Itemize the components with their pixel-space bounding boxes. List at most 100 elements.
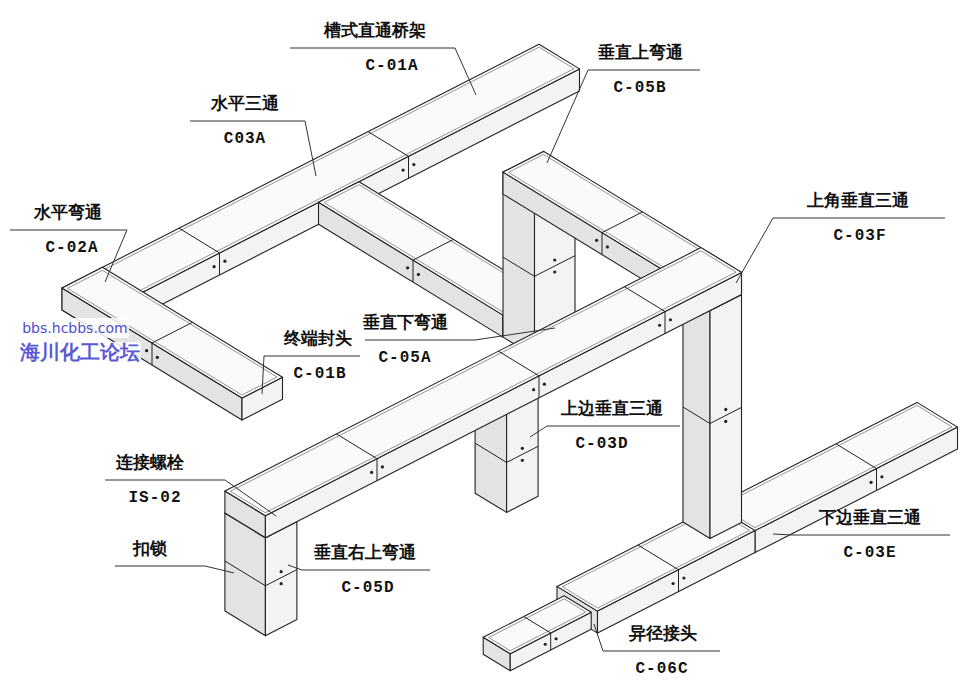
bolt-dot	[672, 582, 675, 585]
joint-line	[524, 617, 551, 634]
bolt-dot	[406, 266, 409, 269]
bolt-dot	[280, 582, 283, 585]
tray-segment	[483, 596, 591, 671]
tray-side	[265, 272, 741, 537]
part-code: C-01A	[364, 56, 419, 76]
leader-line	[10, 230, 127, 282]
leader-line	[290, 48, 476, 95]
joint-line	[337, 434, 378, 459]
bolt-dot	[682, 576, 685, 579]
joint-line	[625, 287, 666, 312]
joint-line	[876, 469, 877, 491]
part-code: C-02A	[44, 238, 99, 258]
part-name: 上角垂直三通	[806, 190, 910, 210]
tray-segment	[225, 248, 742, 538]
leader-lines	[10, 48, 950, 651]
bolt-dot	[532, 388, 535, 391]
part-code: C-05B	[612, 78, 667, 98]
tray-side	[265, 522, 297, 636]
tray-inner	[489, 599, 586, 651]
part-name: 终端封头	[283, 328, 353, 348]
joint-line	[602, 212, 643, 233]
joint-line	[499, 351, 540, 376]
leader-line	[115, 566, 234, 573]
bolt-dot	[606, 245, 609, 248]
bolt-dot	[280, 570, 283, 573]
bolt-dot	[145, 349, 148, 352]
tray-side	[710, 294, 742, 538]
part-name: 水平弯通	[33, 202, 103, 222]
leader-line	[547, 70, 700, 163]
bolt-dot	[412, 163, 415, 166]
bolt-dot	[553, 258, 556, 261]
bolt-dot	[402, 169, 405, 172]
part-code: C-05A	[377, 348, 432, 368]
part-name: 垂直上弯通	[597, 42, 684, 62]
tray-inner	[720, 405, 952, 527]
leader-line	[262, 356, 360, 394]
leader-line	[288, 565, 430, 570]
joint-line	[539, 376, 540, 398]
leader-line	[190, 121, 316, 176]
joint-line	[507, 446, 538, 462]
bolt-dot	[553, 270, 556, 273]
bolt-dot	[543, 383, 546, 386]
part-code: C-06C	[634, 659, 689, 679]
part-code: C-03D	[574, 434, 629, 454]
bolt-dot	[381, 465, 384, 468]
joint-line	[710, 407, 742, 423]
bolt-dot	[658, 324, 661, 327]
bolt-dot	[669, 318, 672, 321]
tray-top	[483, 596, 591, 654]
bolt-dot	[544, 643, 547, 646]
part-name: 垂直下弯通	[362, 312, 449, 332]
bolt-dot	[417, 273, 420, 276]
bolt-dot	[880, 475, 883, 478]
joint-line	[368, 132, 409, 157]
part-name: 槽式直通桥架	[323, 20, 427, 40]
joint-line	[408, 156, 409, 178]
part-name: 异径接头	[628, 623, 698, 643]
joint-line	[225, 561, 266, 586]
part-code: C03A	[223, 129, 267, 149]
bolt-dot	[870, 481, 873, 484]
joint-line	[219, 253, 220, 275]
joint-line	[152, 322, 193, 343]
part-name: 连接螺栓	[115, 452, 185, 472]
bolt-dot	[156, 356, 159, 359]
bolt-dot	[724, 408, 727, 411]
part-name: 下边垂直三通	[818, 507, 922, 527]
joint-line	[678, 570, 679, 592]
part-code: C-03F	[832, 226, 887, 246]
joint-line	[665, 312, 666, 334]
bolt-dot	[521, 447, 524, 450]
leader-line	[736, 218, 945, 283]
joint-line	[535, 256, 576, 277]
bolt-dot	[370, 471, 373, 474]
joint-line	[152, 343, 153, 365]
tray-inner	[230, 251, 736, 513]
joint-line	[638, 545, 679, 570]
joint-line	[265, 570, 297, 586]
joint-line	[602, 233, 603, 255]
part-name: 扣锁	[132, 538, 168, 558]
bolt-dot	[521, 459, 524, 462]
leader-line	[105, 480, 276, 516]
joint-line	[179, 228, 220, 253]
joint-line	[503, 257, 535, 276]
bolt-dot	[555, 637, 558, 640]
tray-top	[715, 402, 958, 530]
leader-line	[594, 624, 720, 651]
part-name: 水平三通	[210, 93, 280, 113]
tray-top	[225, 248, 742, 516]
bolt-dot	[213, 265, 216, 268]
part-code: C-05D	[340, 578, 395, 598]
watermark-url: bbs.hcbbs.com	[21, 318, 129, 338]
joint-line	[550, 633, 551, 650]
joint-line	[836, 444, 877, 469]
joint-line	[413, 239, 454, 260]
joint-line	[475, 443, 507, 462]
part-name: 上边垂直三通	[560, 398, 664, 418]
part-name: 垂直右上弯通	[313, 542, 417, 562]
